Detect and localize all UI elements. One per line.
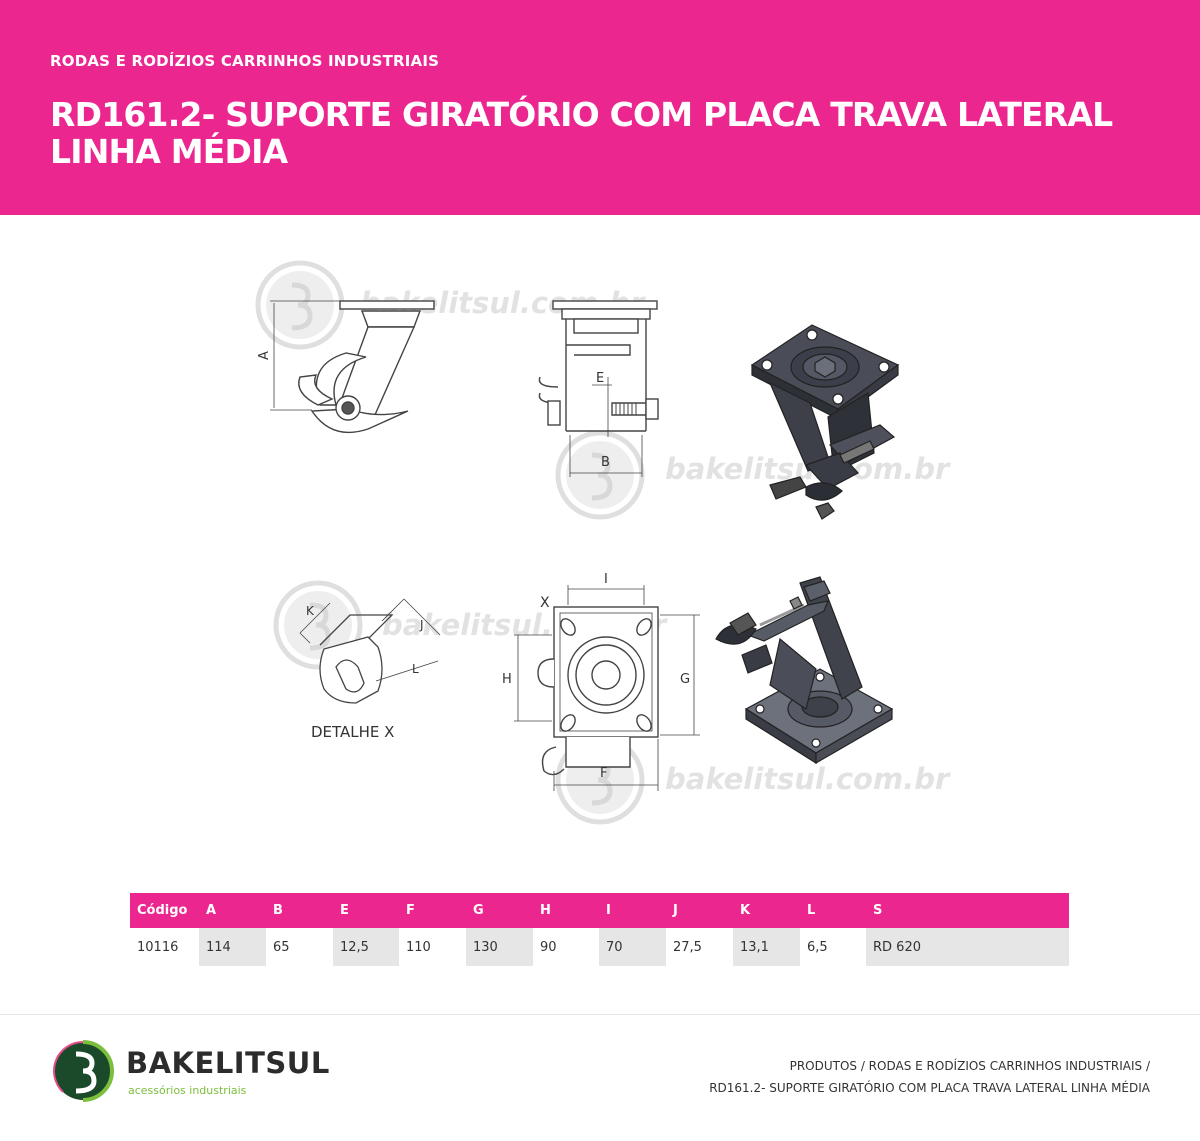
col-header-a: A [199,893,266,928]
breadcrumb: PRODUTOS / RODAS E RODÍZIOS CARRINHOS IN… [709,1055,1150,1099]
front-view-drawing [538,300,659,477]
technical-drawings: bakelitsul.com.br bakelitsul.com.br bake… [0,215,951,895]
col-header-l: L [800,893,866,928]
spec-table-header-row: Código A B E F G H I J K L S [130,893,1069,928]
cell-a: 114 [199,928,266,966]
breadcrumb-line-1[interactable]: PRODUTOS / RODAS E RODÍZIOS CARRINHOS IN… [789,1059,1150,1073]
page-title: RD161.2- SUPORTE GIRATÓRIO COM PLACA TRA… [50,96,1170,170]
isometric-view-bottom [715,576,894,765]
cell-f: 110 [399,928,466,966]
col-header-k: K [733,893,800,928]
side-view-drawing [270,300,435,434]
cell-g: 130 [466,928,533,966]
spec-table: Código A B E F G H I J K L S 10116 114 6… [130,893,1069,966]
breadcrumb-line-2[interactable]: RD161.2- SUPORTE GIRATÓRIO COM PLACA TRA… [709,1081,1150,1095]
dim-label-l: L [412,662,419,676]
brand-logo[interactable] [52,1040,312,1102]
cell-s: RD 620 [866,928,1069,966]
dim-label-i: I [604,572,608,587]
cell-e: 12,5 [333,928,399,966]
col-header-e: E [333,893,399,928]
title-line-1: RD161.2- SUPORTE GIRATÓRIO COM PLACA TRA… [50,95,1113,134]
page-header: RODAS E RODÍZIOS CARRINHOS INDUSTRIAIS R… [0,0,1200,215]
title-line-2: LINHA MÉDIA [50,132,288,171]
watermark-text-4: bakelitsul.com.br [665,762,951,796]
dim-label-e: E [596,371,604,386]
footer-divider [0,1014,1200,1015]
dim-label-x: X [540,595,550,611]
col-header-g: G [466,893,533,928]
detail-x-drawing [299,598,441,704]
cell-i: 70 [599,928,666,966]
cell-j: 27,5 [666,928,733,966]
col-header-f: F [399,893,466,928]
col-header-j: J [666,893,733,928]
dim-label-f: F [600,766,607,781]
cell-h: 90 [533,928,599,966]
col-header-h: H [533,893,599,928]
dim-label-b: B [601,455,610,470]
cell-k: 13,1 [733,928,800,966]
detail-x-caption: DETALHE X [311,723,394,741]
col-header-s: S [866,893,1069,928]
category-label[interactable]: RODAS E RODÍZIOS CARRINHOS INDUSTRIAIS [50,52,440,70]
isometric-view-top [750,324,900,520]
cell-codigo: 10116 [130,928,199,966]
dim-label-a: A [257,351,272,360]
dim-label-h: H [502,672,512,687]
table-row: 10116 114 65 12,5 110 130 90 70 27,5 13,… [130,928,1069,966]
top-view-drawing [514,585,700,791]
cell-b: 65 [266,928,333,966]
col-header-b: B [266,893,333,928]
brand-name: BAKELITSUL [126,1046,330,1080]
dim-label-g: G [680,672,690,687]
dim-label-j: J [419,618,424,632]
dim-label-k: K [306,604,315,618]
col-header-codigo: Código [130,893,199,928]
col-header-i: I [599,893,666,928]
brand-tagline: acessórios industriais [128,1084,247,1097]
cell-l: 6,5 [800,928,866,966]
